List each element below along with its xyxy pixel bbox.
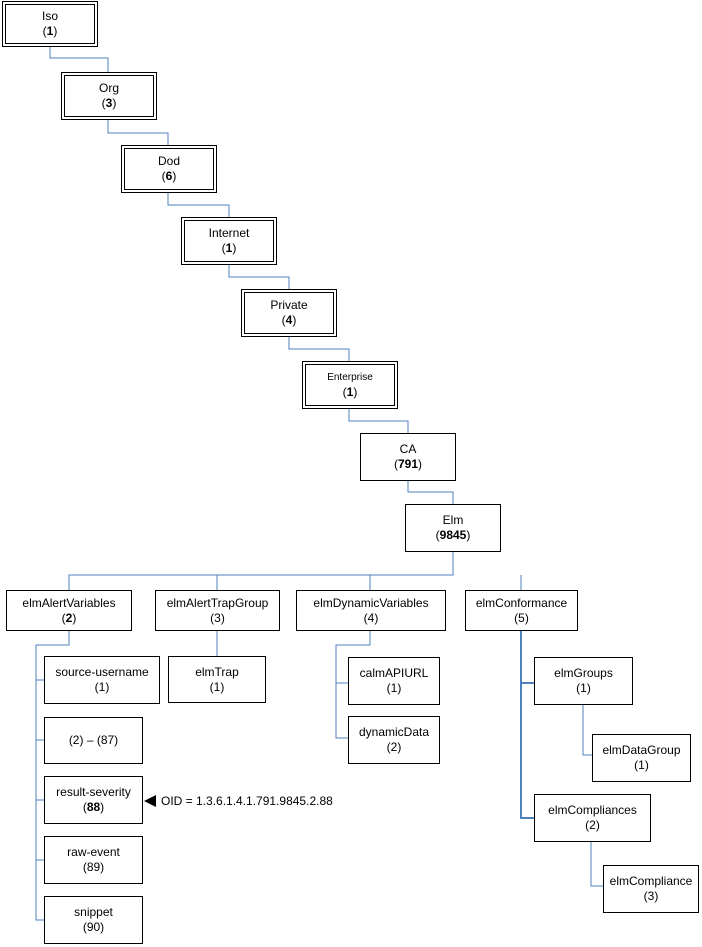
- node-number: 2: [589, 818, 596, 832]
- node-org: Org (3): [61, 72, 157, 120]
- node-name: elmConformance: [475, 595, 568, 610]
- node-result-severity: result-severity (88): [44, 776, 143, 824]
- connector-dynamic-children: [335, 631, 371, 739]
- connector-elm-level4: [68, 552, 454, 590]
- node-elmtrap: elmTrap (1): [168, 656, 266, 703]
- node-elmalertvariables: elmAlertVariables (2): [6, 590, 132, 631]
- node-name: elmCompliance: [609, 874, 693, 888]
- node-elmalerttrapgroup: elmAlertTrapGroup (3): [155, 590, 280, 631]
- node-dod: Dod (6): [121, 145, 217, 193]
- pointer-arrow-icon: [144, 795, 156, 807]
- node-name: raw-event: [67, 845, 120, 859]
- node-number: 4: [285, 313, 293, 327]
- node-number: 88: [86, 800, 101, 814]
- connector-org-dod: [107, 120, 169, 145]
- node-number: 5: [518, 610, 525, 625]
- node-internet: Internet (1): [181, 217, 277, 265]
- node-name: source-username: [55, 665, 149, 679]
- node-name: Org: [98, 81, 119, 95]
- node-number: 2: [65, 610, 73, 625]
- node-number: 1: [390, 681, 398, 695]
- node-elmcompliance: elmCompliance (3): [603, 865, 699, 913]
- node-name: elmTrap: [195, 664, 239, 679]
- node-name: elmDynamicVariables: [313, 595, 429, 610]
- connector-internet-private: [228, 265, 290, 289]
- node-name: snippet: [74, 905, 113, 919]
- node-private: Private (4): [241, 289, 337, 337]
- node-dynamicdata: dynamicData (2): [348, 716, 440, 764]
- node-number: 9845: [439, 528, 467, 542]
- node-name: Elm: [442, 513, 464, 527]
- node-name: Dod: [157, 154, 180, 168]
- node-number: 1: [46, 24, 54, 38]
- node-enterprise: Enterprise (1): [302, 361, 398, 409]
- node-name: Enterprise: [327, 372, 373, 383]
- connector-private-enterprise: [288, 337, 350, 361]
- node-calmapiurl: calmAPIURL (1): [348, 657, 440, 705]
- node-iso: Iso (1): [2, 1, 98, 47]
- node-name: Iso: [41, 9, 58, 23]
- connector-conformance-children: [520, 631, 534, 819]
- oid-annotation: OID = 1.3.6.1.4.1.791.9845.2.88: [161, 794, 333, 808]
- node-number: 1: [346, 385, 354, 399]
- node-elmdatagroup: elmDataGroup (1): [592, 734, 691, 782]
- connector-compliances-compliance: [590, 842, 603, 887]
- node-number: 791: [397, 457, 419, 471]
- node-elmconformance: elmConformance (5): [465, 590, 578, 631]
- node-name: elmGroups: [554, 666, 613, 680]
- node-elmdynamicvariables: elmDynamicVariables (4): [296, 590, 446, 631]
- node-name: calmAPIURL: [359, 666, 429, 680]
- node-name: elmAlertTrapGroup: [166, 595, 269, 610]
- node-number: 3: [647, 889, 655, 903]
- node-number: 4: [367, 610, 375, 625]
- node-name: elmAlertVariables: [22, 595, 116, 610]
- node-name: dynamicData: [358, 725, 430, 739]
- connector-ca-elm: [407, 481, 454, 504]
- node-name: elmDataGroup: [602, 743, 681, 757]
- node-name: (2) – (87): [68, 733, 119, 747]
- connector-alertvars-children: [35, 631, 70, 921]
- node-number: 1: [213, 679, 221, 694]
- node-number: 2: [390, 740, 398, 754]
- node-number: 1: [225, 241, 233, 255]
- node-snippet: snippet (90): [44, 896, 143, 944]
- connector-enterprise-ca: [348, 409, 409, 433]
- connector-groups-datagroup: [582, 705, 592, 756]
- node-number: 6: [165, 169, 173, 183]
- node-number: 3: [214, 610, 221, 625]
- node-name: CA: [399, 442, 417, 456]
- node-ca: CA (791): [360, 433, 456, 481]
- node-source-username: source-username (1): [44, 656, 160, 704]
- connector-dod-internet: [167, 193, 230, 217]
- node-name: Private: [270, 298, 308, 312]
- node-elmcompliances: elmCompliances (2): [534, 794, 651, 842]
- node-number: 90: [86, 920, 101, 934]
- connector-iso-org: [49, 46, 109, 72]
- node-raw-event: raw-event (89): [44, 836, 143, 884]
- node-number: 1: [580, 681, 587, 695]
- node-number: 1: [638, 758, 645, 772]
- node-name: result-severity: [56, 785, 131, 799]
- node-range: (2) – (87): [44, 717, 143, 764]
- node-elm: Elm (9845): [405, 504, 501, 552]
- node-number: 89: [86, 860, 101, 874]
- node-name: elmCompliances: [548, 803, 637, 817]
- node-number: 1: [98, 680, 106, 694]
- node-name: Internet: [208, 226, 250, 240]
- node-elmgroups: elmGroups (1): [534, 657, 633, 705]
- node-number: 3: [105, 96, 113, 110]
